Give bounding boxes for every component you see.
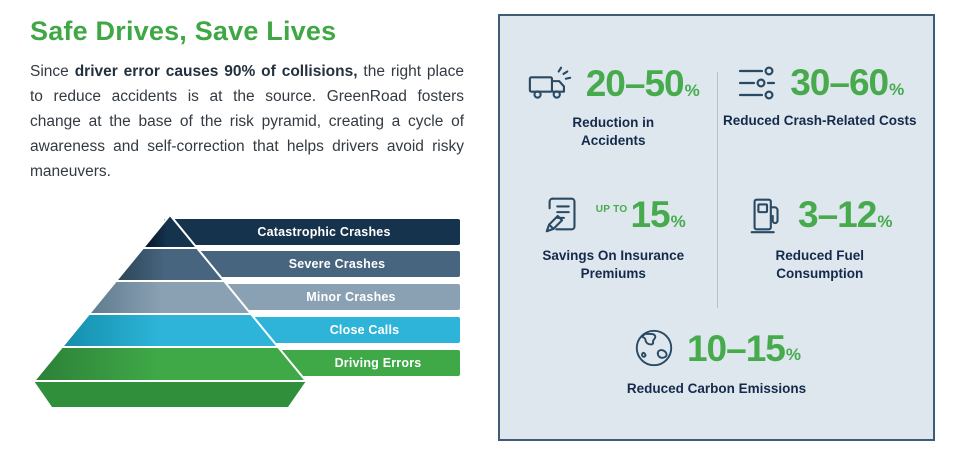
stat-number: 3–12% [798,194,893,236]
stat-label: Reduced Crash-Related Costs [722,113,917,128]
stat-unit: % [877,211,893,231]
stat-prefix: UP TO [595,203,628,215]
pyramid-bar-driving-errors: Driving Errors [272,349,460,376]
stat-value: 3–12 [798,194,877,236]
pyramid-bar-label: Close Calls [329,322,400,337]
insurance-document-icon [545,197,576,233]
paragraph-prefix: Since [30,63,75,80]
pyramid-bar-label: Minor Crashes [306,289,396,304]
stat-reduced-crash-costs: 30–60% Reduced Crash-Related Costs [717,64,924,149]
stat-value-row: 20–50% [527,64,700,104]
stat-value-row: 3–12% [747,193,892,237]
page-title: Safe Drives, Save Lives [30,16,337,46]
stat-value-row: 10–15% [632,326,801,370]
stat-value: 15 [630,194,670,236]
stat-unit: % [684,80,700,100]
stat-value-row: 30–60% [735,64,904,102]
stat-label: Savings On Insurance Premiums [542,248,685,281]
stat-label: Reduced Fuel Consumption [775,248,864,281]
stat-number: 10–15% [686,327,801,369]
pyramid-bar-minor-crashes: Minor Crashes [218,283,460,310]
pyramid-bar-severe-crashes: Severe Crashes [190,250,460,277]
stat-value: 20–50 [585,63,685,105]
pyramid-bar-label: Severe Crashes [288,256,386,271]
stat-label: Reduced Carbon Emissions [626,381,807,397]
crash-costs-icon [739,66,776,100]
stat-label: Reduction in Accidents [572,115,655,148]
stat-value: 30–60 [790,62,889,104]
stat-unit: % [670,211,686,231]
pyramid-bar-catastrophic-crashes: Catastrophic Crashes [164,218,460,245]
stat-unit: % [785,344,801,364]
stat-number: 20–50% [585,63,700,105]
pyramid-bar-label: Driving Errors [334,355,422,370]
globe-icon [635,330,673,367]
truck-icon [528,66,571,99]
intro-paragraph: Since driver error causes 90% of collisi… [30,59,464,185]
stat-number: 30–60% [790,62,905,104]
panel-column-divider [716,72,718,308]
paragraph-bold: driver error causes 90% of collisions, [74,63,358,80]
stat-value: 10–15 [686,327,786,369]
paragraph-rest: the right place to reduce accidents is a… [30,63,464,181]
risk-pyramid: Catastrophic Crashes Severe Crashes Mino… [30,212,464,431]
pyramid-illustration [31,212,309,407]
pyramid-bar-close-calls: Close Calls [245,316,460,343]
stat-reduced-fuel-consumption: 3–12% Reduced Fuel Consumption [717,193,924,282]
stat-unit: % [889,79,905,99]
pyramid-bar-label: Catastrophic Crashes [257,224,391,239]
stat-reduction-in-accidents: 20–50% Reduction in Accidents [510,64,717,149]
fuel-pump-icon [750,198,779,234]
stat-reduced-carbon-emissions: 10–15% Reduced Carbon Emissions [510,326,923,398]
intro-section: Safe Drives, Save Lives Since driver err… [30,16,464,431]
stats-panel: 20–50% Reduction in Accidents 30–60% Red… [498,14,935,441]
